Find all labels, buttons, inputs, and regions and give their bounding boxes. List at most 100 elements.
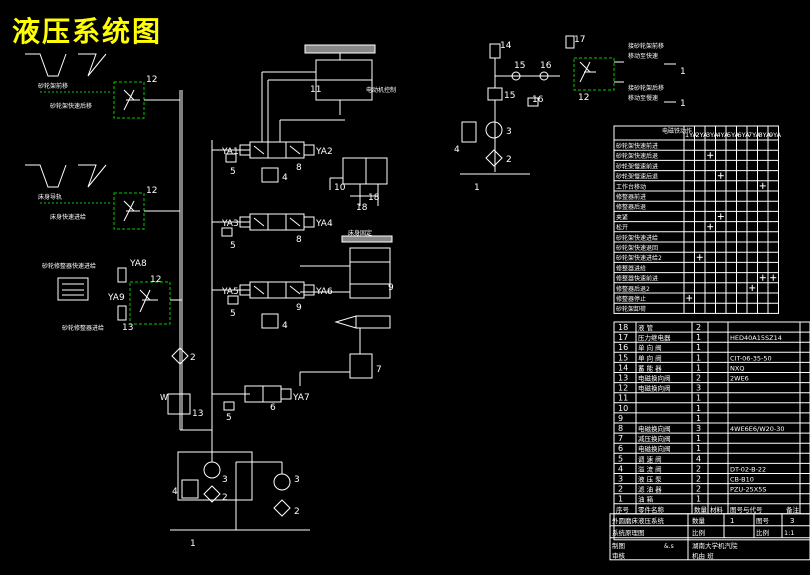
pipe-line [78,53,107,77]
table-header: 6YA [738,131,751,139]
bom-name: 油 箱 [638,495,654,504]
title-block-value: 1:1 [784,529,794,537]
bom-qty: 1 [696,363,701,372]
valve-dashed-box [129,281,171,325]
directional-valve [249,141,305,159]
cylinder-10 [342,157,388,185]
check-valve [527,97,539,107]
bom-qty: 2 [696,323,701,332]
solenoid-label: YA4 [315,219,333,229]
bom-no: 2 [618,485,623,494]
bom-model: 2WE6 [730,375,749,383]
solenoid-label: YA2 [315,147,333,157]
part-number: 4 [282,173,288,183]
table-row-label: 修整器停止 [616,295,646,303]
bom-name: 液 压 泵 [638,475,662,484]
bom-name: 电磁换向阀 [638,374,671,383]
solenoid-label: YA7 [292,393,310,403]
bom-no: 9 [618,414,623,423]
title-block-name: 系统原理图 [612,528,645,537]
solenoid-label: YA6 [315,287,333,297]
bom-qty: 1 [696,353,701,362]
part-number: 18 [356,203,368,213]
part-number: 1 [680,67,686,77]
bom-model: HED40A15SZ14 [730,334,782,342]
pipe-line [289,285,301,295]
title-block-school: 湖南大学机汽院 [692,541,738,550]
solenoid [117,305,127,321]
table-header: 4YA [717,131,730,139]
pump-icon [485,121,503,139]
pipe-line [253,145,265,155]
part-number: 3 [222,475,228,485]
table-row-label: 松开 [616,224,628,232]
table-header: 3YA [706,131,719,139]
action-table [613,125,779,314]
bom-qty: 2 [696,475,701,484]
bom-qty: 1 [696,414,701,423]
bom-header: 备注 [786,505,800,514]
table-row-label: 砂轮架卸荷 [616,305,646,313]
component-note: 移动至慢速 [628,94,658,102]
part-number: 9 [296,303,302,313]
bom-name: 调 速 阀 [638,454,662,463]
bom-no: 5 [618,454,623,463]
bom-header: 图号与代号 [730,505,763,514]
ground-hatch [341,235,393,243]
bom-name: 蓄 能 器 [638,363,662,372]
table-row-label: 砂轮架快速进给2 [616,254,662,262]
sensor-label: 砂轮修整器进给 [62,324,104,332]
table-row-label: 修整器后退2 [616,285,650,293]
throttle-valve [221,227,233,237]
ground-hatch [304,44,376,54]
sensor-label: 床身快速进给 [50,213,86,221]
table-row-label: 夹紧 [616,213,628,221]
part-number: 4 [454,145,460,155]
table-row-label: 修整器快速前进 [616,275,658,283]
bom-name: 单 向 阀 [638,343,662,352]
pipe-line [78,164,107,188]
filter-icon [171,347,189,365]
part-number: 3 [506,127,512,137]
title-block-field: 比例 [756,528,769,537]
bom-qty: 1 [696,444,701,453]
part-number: 12 [146,75,157,85]
spring-mark: W [160,393,168,402]
cylinder-7 [349,353,373,379]
table-row-label: 工作台移动 [616,183,646,191]
bom-qty: 3 [696,384,701,393]
bom-name: 液 管 [638,323,654,332]
part-number: 18 [368,193,380,203]
bom-model: 4WE6E6/W20-30 [730,425,785,433]
bom-model: CB-B10 [730,476,754,484]
bom-header: 数量 [694,505,708,514]
pressure-valve [261,167,279,183]
part-number: 5 [230,241,236,251]
solenoid [303,144,315,156]
pump-icon [203,461,221,479]
table-row-label: 砂轮架慢速后退 [616,173,658,181]
directional-valve [249,213,305,231]
filter-icon [203,485,221,503]
table-header: 8YA [759,131,772,139]
part-number: 11 [310,85,321,95]
solenoid [117,267,127,283]
relief-valve [461,121,477,143]
pipe-line [139,289,151,313]
table-header: 7YA [748,131,761,139]
sensor-label: 砂轮修整器快速进给 [42,262,96,270]
component-note: 电动机控制 [366,86,396,94]
title-block-value: 1 [730,517,734,525]
bom-name: 溢 流 阀 [638,464,662,473]
pipe-line [289,217,301,227]
bom-no: 14 [618,363,628,372]
part-number: 8 [296,235,302,245]
bom-no: 7 [618,434,623,443]
bom-no: 4 [618,464,623,473]
part-number: 9 [388,283,394,293]
throttle-valve [223,401,235,411]
part-number: 16 [540,61,552,71]
part-number: 2 [294,507,300,517]
part-number: 2 [190,353,196,363]
